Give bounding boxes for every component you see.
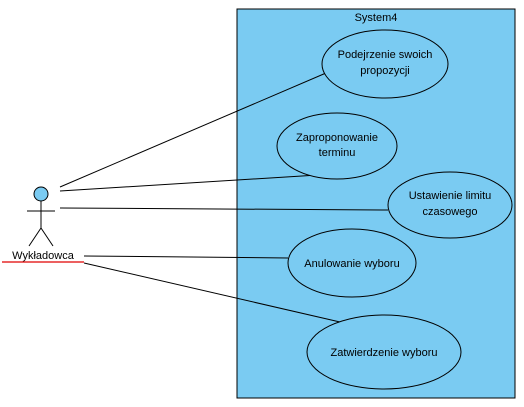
use-case-5-label-line1: Zatwierdzenie wyboru xyxy=(331,347,438,359)
use-case-2-label-line1: Zaproponowanie xyxy=(296,132,378,144)
use-case-2[interactable]: Zaproponowanie terminu xyxy=(276,112,398,180)
use-case-3[interactable]: Ustawienie limitu czasowego xyxy=(387,171,513,239)
use-case-4[interactable]: Anulowanie wyboru xyxy=(287,228,417,298)
use-case-4-label-line1: Anulowanie wyboru xyxy=(304,258,399,270)
use-case-5[interactable]: Zatwierdzenie wyboru xyxy=(306,314,462,390)
use-case-3-label-line1: Ustawienie limitu xyxy=(409,190,492,202)
actor-right-leg xyxy=(40,227,54,247)
system-title: System4 xyxy=(355,12,398,24)
association-line-1 xyxy=(59,69,334,188)
use-case-1[interactable]: Podejrzenie swoich propozycji xyxy=(321,29,449,99)
use-case-1-label-line2: propozycji xyxy=(360,65,410,77)
actor-head xyxy=(33,186,49,202)
association-line-4 xyxy=(83,255,289,259)
association-line-3 xyxy=(59,207,389,211)
use-case-1-label-line1: Podejrzenie swoich xyxy=(338,49,433,61)
association-line-2 xyxy=(59,174,319,192)
use-case-3-label-line2: czasowego xyxy=(422,206,477,218)
actor-stick-figure[interactable] xyxy=(27,186,55,247)
actor-label: Wykładowca xyxy=(12,250,75,262)
use-case-2-label-line2: terminu xyxy=(319,147,356,159)
association-line-5 xyxy=(83,262,341,323)
actor-left-leg xyxy=(28,227,42,247)
